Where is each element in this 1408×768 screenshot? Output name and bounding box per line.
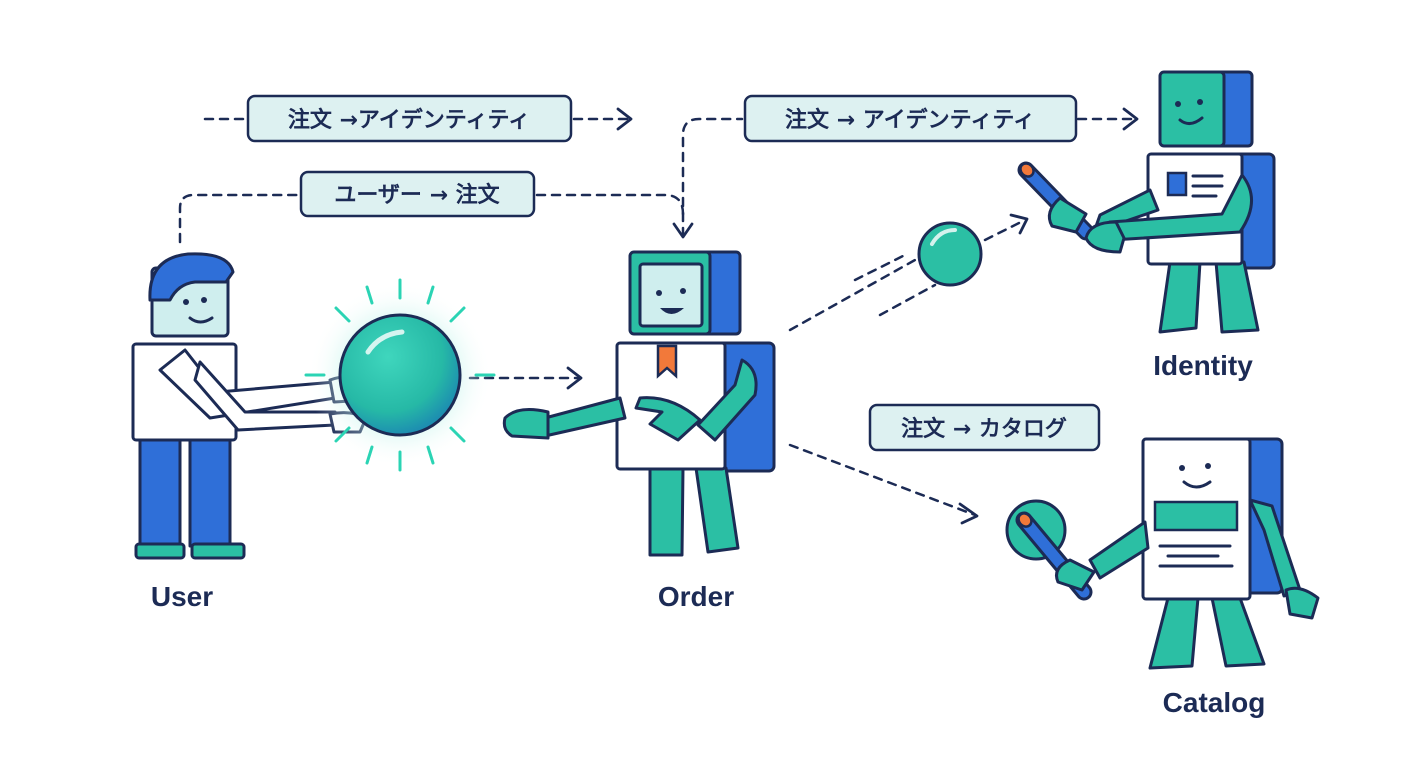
connector-top-right: [672, 107, 1139, 239]
flow-label-top-right: 注文 → アイデンティティ: [743, 94, 1078, 143]
actor-name-catalog: Catalog: [1163, 687, 1266, 718]
flying-orb-icon: [917, 221, 983, 287]
glowing-orb-icon: [304, 278, 496, 472]
connector-order-to-identity: [788, 213, 1029, 332]
flow-label-order-to-catalog-text: 注文 → カタログ: [901, 416, 1067, 442]
flow-label-top-left-text: 注文 →アイデンティティ: [288, 107, 530, 133]
connector-top-left: [203, 107, 633, 131]
actor-name-order: Order: [658, 581, 734, 612]
actor-name-user: User: [151, 581, 213, 612]
order-figure: Order: [502, 250, 776, 612]
actor-name-identity: Identity: [1153, 350, 1253, 381]
flow-label-top-right-text: 注文 → アイデンティティ: [785, 107, 1035, 133]
flow-label-top-left: 注文 →アイデンティティ: [246, 94, 573, 143]
user-figure: User: [131, 252, 374, 612]
flow-label-user-to-order: ユーザー → 注文: [299, 170, 536, 218]
catalog-figure: Catalog: [1005, 437, 1320, 718]
connector-user-to-order: [178, 193, 685, 244]
connector-order-to-catalog: [788, 443, 979, 525]
flow-label-order-to-catalog: 注文 → カタログ: [868, 403, 1101, 452]
flow-label-user-to-order-text: ユーザー → 注文: [334, 182, 500, 208]
identity-figure: Identity: [1017, 70, 1276, 381]
